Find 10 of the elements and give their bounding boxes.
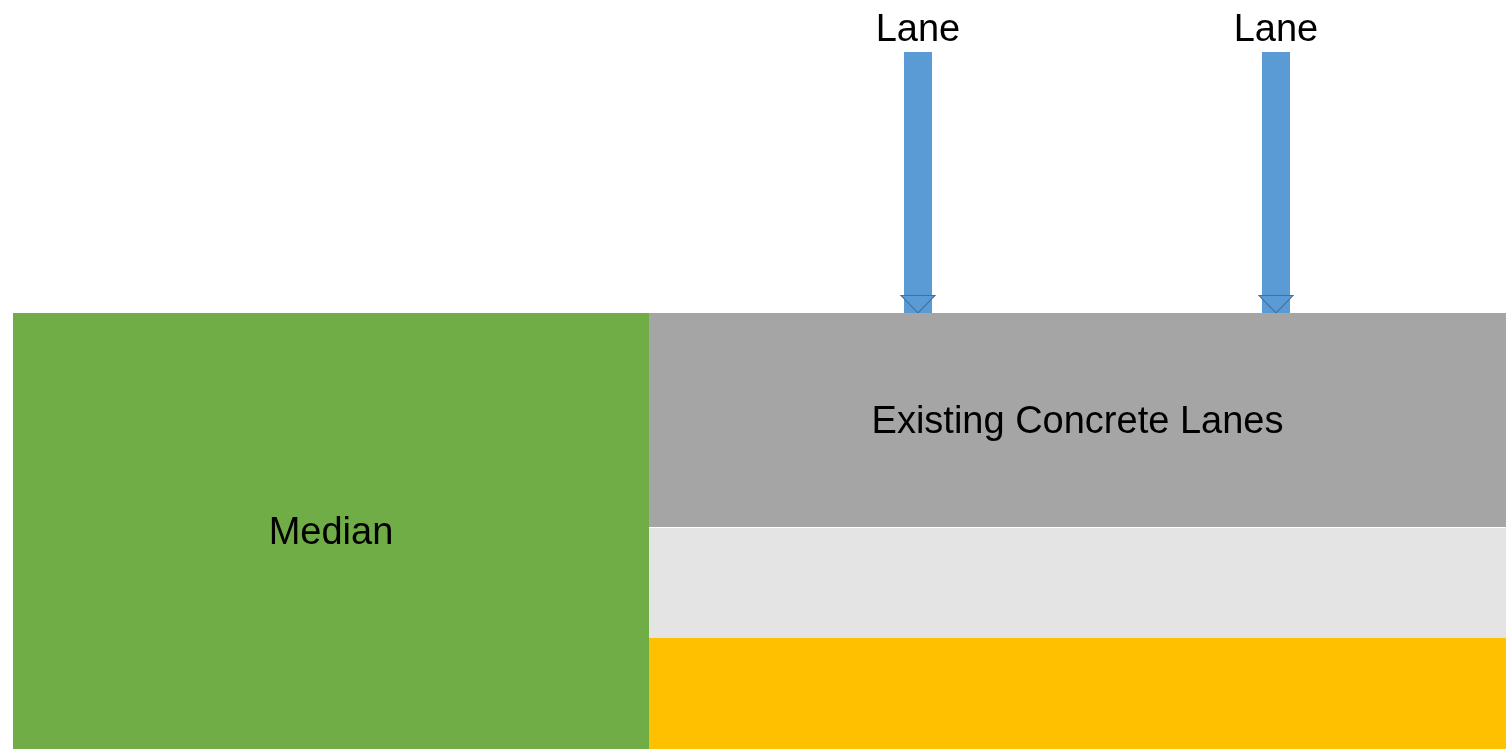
lane-label: Lane	[1233, 6, 1319, 50]
arrow	[900, 52, 936, 314]
lane-label: Lane	[875, 6, 961, 50]
concrete-lanes-layer	[649, 313, 1506, 527]
layer-label: Median	[268, 509, 394, 553]
layer-band	[649, 528, 1506, 638]
layer-band	[649, 638, 1506, 749]
median-block	[13, 313, 649, 749]
layer-label: Existing Concrete Lanes	[871, 398, 1284, 442]
arrow	[1258, 52, 1294, 314]
